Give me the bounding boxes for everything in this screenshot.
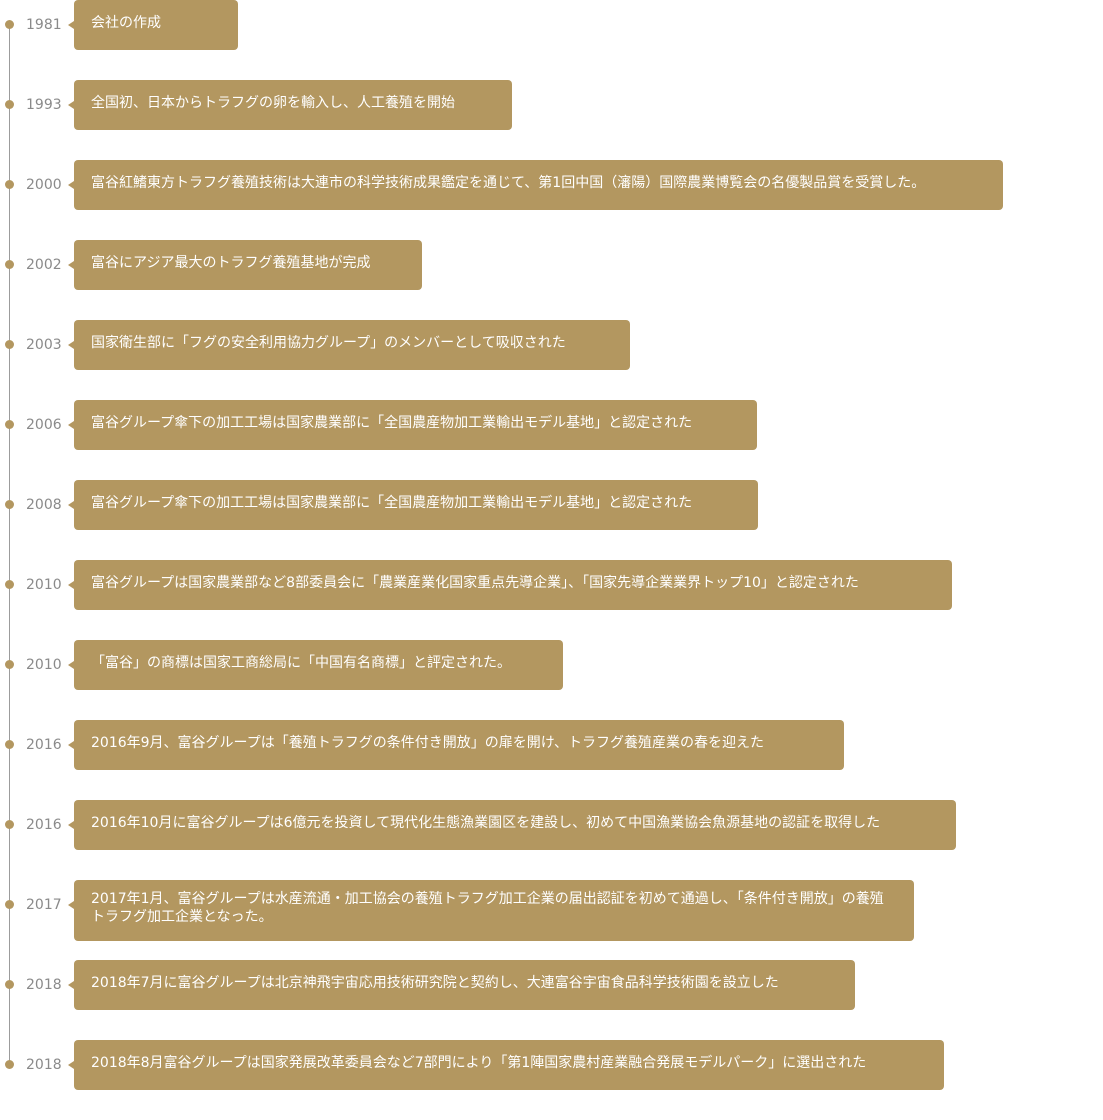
timeline-item: 2002 富谷にアジア最大のトラフグ養殖基地が完成 — [0, 240, 1103, 320]
timeline-item: 2003 国家衛生部に「フグの安全利用協力グループ」のメンバーとして吸収された — [0, 320, 1103, 400]
timeline-dot — [5, 340, 14, 349]
timeline-dot — [5, 20, 14, 29]
timeline-event: 2018年8月富谷グループは国家発展改革委員会など7部門により「第1陣国家農村産… — [68, 1040, 944, 1090]
timeline-item: 2018 2018年7月に富谷グループは北京神飛宇宙応用技術研究院と契約し、大連… — [0, 960, 1103, 1040]
timeline-item: 1993 全国初、日本からトラフグの卵を輸入し、人工養殖を開始 — [0, 80, 1103, 160]
timeline-year: 2016 — [26, 737, 62, 753]
timeline-dot — [5, 500, 14, 509]
timeline-year: 2016 — [26, 817, 62, 833]
timeline-item: 2008 富谷グループ傘下の加工工場は国家農業部に「全国農産物加工業輸出モデル基… — [0, 480, 1103, 560]
timeline-event: 富谷グループ傘下の加工工場は国家農業部に「全国農産物加工業輸出モデル基地」と認定… — [68, 480, 758, 530]
timeline-year: 2010 — [26, 577, 62, 593]
timeline-dot — [5, 260, 14, 269]
timeline-event: 富谷グループは国家農業部など8部委員会に「農業産業化国家重点先導企業」、「国家先… — [68, 560, 952, 610]
timeline-dot — [5, 580, 14, 589]
timeline-item: 2010 富谷グループは国家農業部など8部委員会に「農業産業化国家重点先導企業」… — [0, 560, 1103, 640]
timeline-dot — [5, 740, 14, 749]
timeline-dot — [5, 980, 14, 989]
timeline-dot — [5, 820, 14, 829]
timeline-dot — [5, 420, 14, 429]
timeline-item: 2016 2016年9月、富谷グループは「養殖トラフグの条件付き開放」の扉を開け… — [0, 720, 1103, 800]
timeline-year: 2008 — [26, 497, 62, 513]
timeline-year: 2003 — [26, 337, 62, 353]
timeline-dot — [5, 900, 14, 909]
timeline-year: 1981 — [26, 17, 62, 33]
timeline-dot — [5, 660, 14, 669]
timeline-event: 2017年1月、富谷グループは水産流通・加工協会の養殖トラフグ加工企業の届出認証… — [68, 880, 914, 941]
timeline-item: 2016 2016年10月に富谷グループは6億元を投資して現代化生態漁業園区を建… — [0, 800, 1103, 880]
timeline-event: 会社の作成 — [68, 0, 238, 50]
timeline-year: 1993 — [26, 97, 62, 113]
timeline-event: 2016年10月に富谷グループは6億元を投資して現代化生態漁業園区を建設し、初め… — [68, 800, 956, 850]
timeline-year: 2018 — [26, 1057, 62, 1073]
timeline-event: 2018年7月に富谷グループは北京神飛宇宙応用技術研究院と契約し、大連富谷宇宙食… — [68, 960, 855, 1010]
timeline-year: 2002 — [26, 257, 62, 273]
timeline-dot — [5, 180, 14, 189]
timeline-event: 国家衛生部に「フグの安全利用協力グループ」のメンバーとして吸収された — [68, 320, 630, 370]
timeline-year: 2017 — [26, 897, 62, 913]
timeline-event: 全国初、日本からトラフグの卵を輸入し、人工養殖を開始 — [68, 80, 512, 130]
timeline-item: 2018 2018年8月富谷グループは国家発展改革委員会など7部門により「第1陣… — [0, 1040, 1103, 1120]
timeline-dot — [5, 1060, 14, 1069]
timeline: 1981 会社の作成 1993 全国初、日本からトラフグの卵を輸入し、人工養殖を… — [0, 0, 1103, 1090]
timeline-item: 2017 2017年1月、富谷グループは水産流通・加工協会の養殖トラフグ加工企業… — [0, 880, 1103, 960]
timeline-event: 「富谷」の商標は国家工商総局に「中国有名商標」と評定された。 — [68, 640, 563, 690]
timeline-item: 2006 富谷グループ傘下の加工工場は国家農業部に「全国農産物加工業輸出モデル基… — [0, 400, 1103, 480]
timeline-item: 1981 会社の作成 — [0, 0, 1103, 80]
timeline-line — [9, 25, 10, 1065]
timeline-dot — [5, 100, 14, 109]
timeline-event: 富谷にアジア最大のトラフグ養殖基地が完成 — [68, 240, 422, 290]
timeline-year: 2018 — [26, 977, 62, 993]
timeline-event: 富谷グループ傘下の加工工場は国家農業部に「全国農産物加工業輸出モデル基地」と認定… — [68, 400, 757, 450]
timeline-event: 富谷紅鰭東方トラフグ養殖技術は大連市の科学技術成果鑑定を通じて、第1回中国（瀋陽… — [68, 160, 1003, 210]
timeline-year: 2010 — [26, 657, 62, 673]
timeline-item: 2010 「富谷」の商標は国家工商総局に「中国有名商標」と評定された。 — [0, 640, 1103, 720]
timeline-year: 2006 — [26, 417, 62, 433]
timeline-year: 2000 — [26, 177, 62, 193]
timeline-item: 2000 富谷紅鰭東方トラフグ養殖技術は大連市の科学技術成果鑑定を通じて、第1回… — [0, 160, 1103, 240]
timeline-event: 2016年9月、富谷グループは「養殖トラフグの条件付き開放」の扉を開け、トラフグ… — [68, 720, 844, 770]
